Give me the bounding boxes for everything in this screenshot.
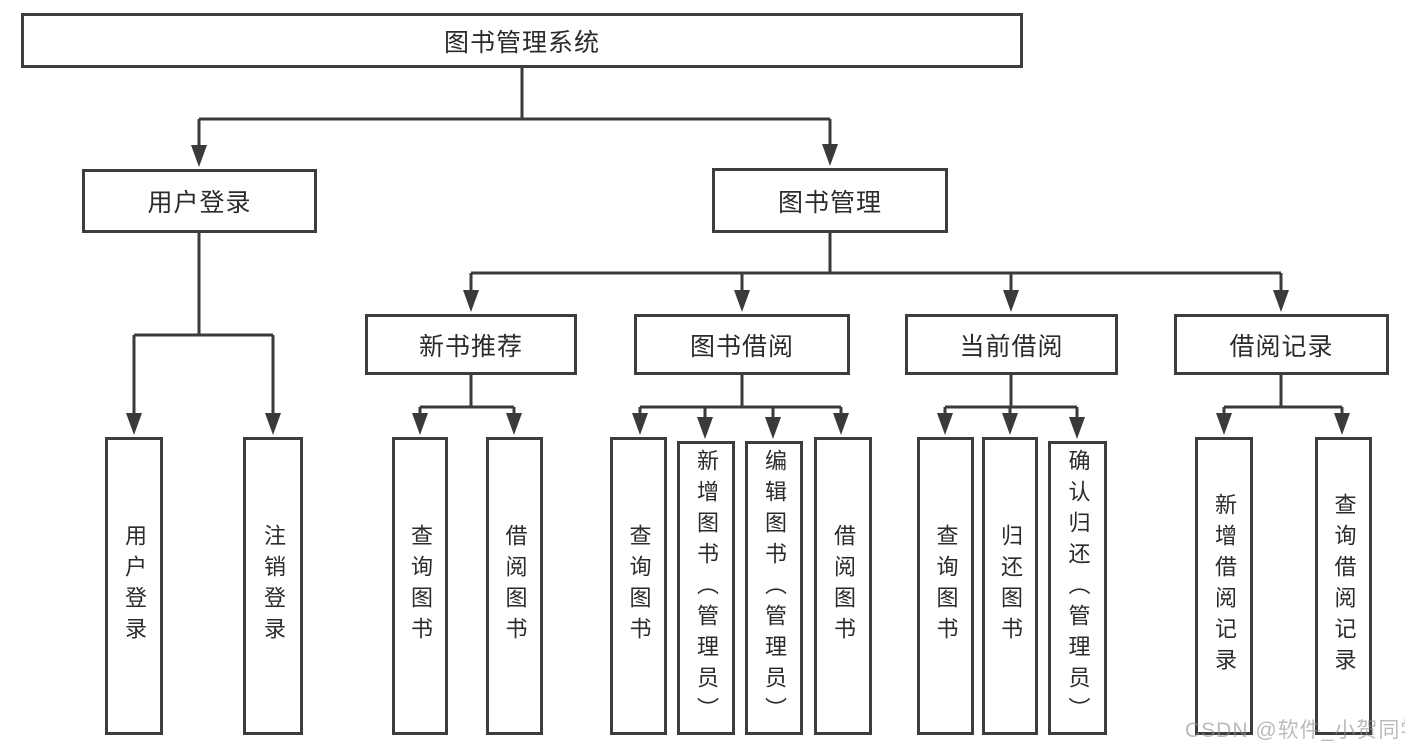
node-new-book-recommend: 新书推荐 xyxy=(365,314,577,375)
node-book-management: 图书管理 xyxy=(712,168,948,233)
tree-edges xyxy=(132,68,1344,421)
leaf-borrow-query-books: 查询图书 xyxy=(610,437,667,735)
leaf-newbooks-query-books: 查询图书 xyxy=(392,437,448,735)
leaf-borrow-edit-books-admin: 编辑图书（管理员） xyxy=(745,441,803,735)
leaf-borrow-borrow-books: 借阅图书 xyxy=(814,437,872,735)
node-library-management-system: 图书管理系统 xyxy=(21,13,1023,68)
node-book-borrow: 图书借阅 xyxy=(634,314,850,375)
leaf-current-query-books: 查询图书 xyxy=(917,437,974,735)
csdn-watermark: CSDN @软件_小贺同学 xyxy=(1185,719,1405,742)
leaf-records-add-borrow-record: 新增借阅记录 xyxy=(1195,437,1253,735)
leaf-user-login: 用户登录 xyxy=(105,437,163,735)
node-current-borrow: 当前借阅 xyxy=(905,314,1118,375)
leaf-records-query-borrow-record: 查询借阅记录 xyxy=(1315,437,1372,735)
leaf-logout: 注销登录 xyxy=(243,437,303,735)
leaf-borrow-add-books-admin: 新增图书（管理员） xyxy=(677,441,735,735)
arrowheads xyxy=(126,144,1350,439)
leaf-newbooks-borrow-books: 借阅图书 xyxy=(486,437,543,735)
node-user-login: 用户登录 xyxy=(82,169,317,233)
leaf-current-return-books: 归还图书 xyxy=(982,437,1038,735)
node-borrow-records: 借阅记录 xyxy=(1174,314,1389,375)
leaf-current-confirm-return-admin: 确认归还（管理员） xyxy=(1048,441,1107,735)
